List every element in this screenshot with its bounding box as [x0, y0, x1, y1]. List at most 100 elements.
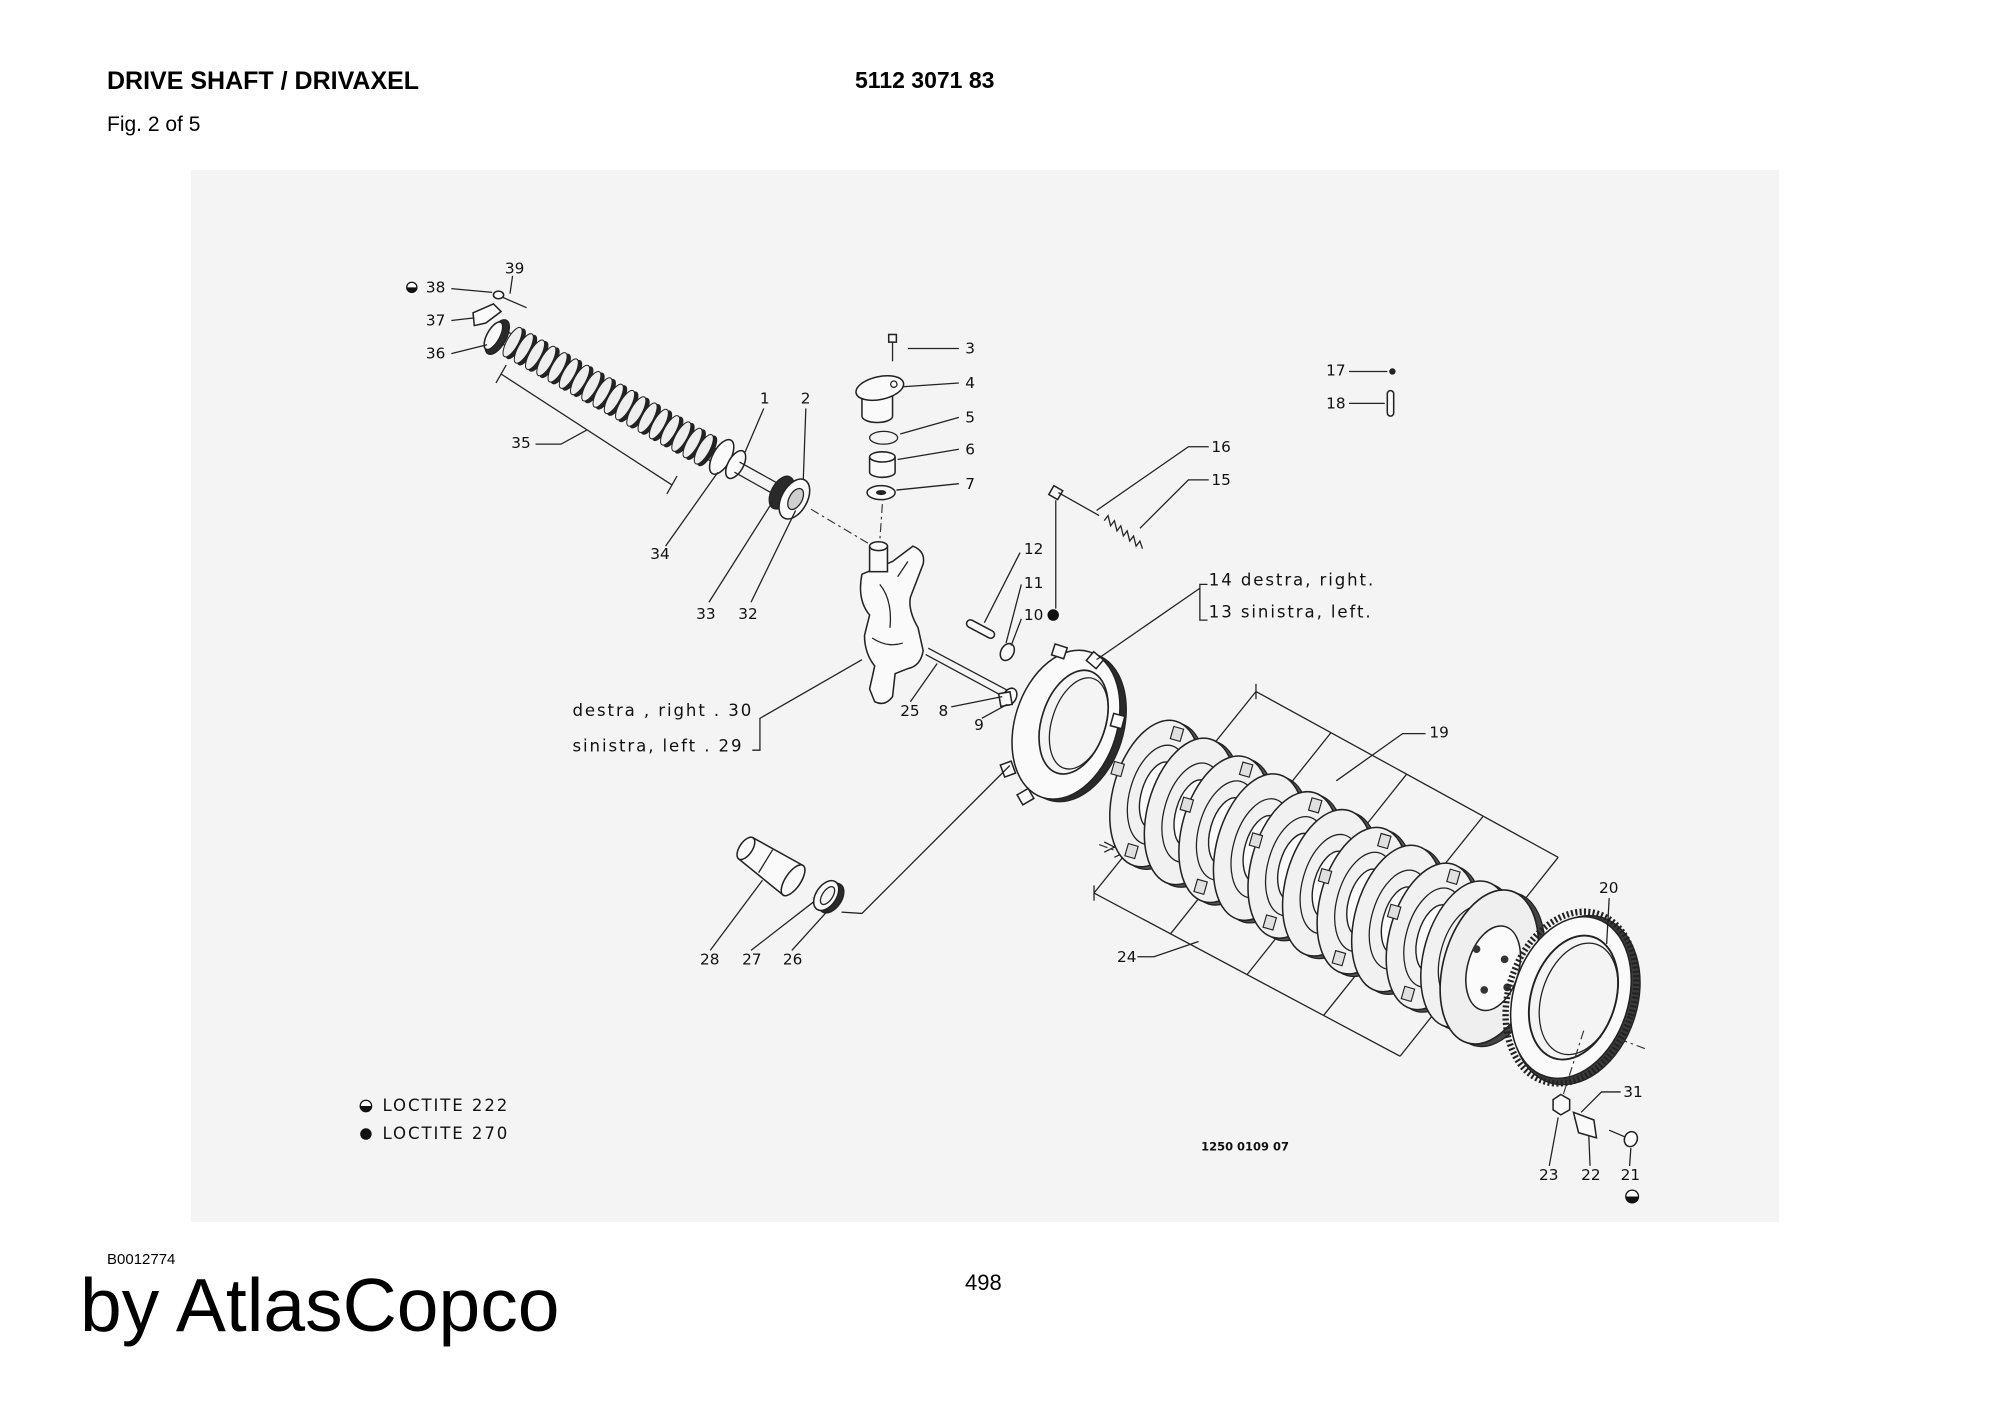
callout-12: 12 [1024, 540, 1043, 558]
half-filled-circle-icon [359, 1099, 373, 1113]
diagram-panel: 1 2 3 4 5 6 7 8 9 10 11 12 15 16 17 18 1… [191, 170, 1779, 1222]
callout-10: 10 [1024, 606, 1043, 624]
shaft-spline-ring [615, 389, 636, 421]
loctite-222-icon [406, 281, 418, 294]
brand-watermark: by AtlasCopco [80, 1263, 560, 1347]
callout-39: 39 [505, 259, 524, 277]
part-29-30-shift-fork [859, 540, 925, 705]
filled-dot-icon [360, 1128, 372, 1140]
part-shaft-assembly [472, 290, 811, 520]
plate-tab [1446, 868, 1461, 885]
callout-25: 25 [900, 702, 919, 720]
callout-38: 38 [426, 278, 445, 296]
plate-tab [1376, 832, 1392, 850]
callout-21: 21 [1621, 1166, 1640, 1184]
plate-tab [1238, 761, 1254, 778]
part-23-nut [1552, 1093, 1571, 1116]
callout-6: 6 [965, 440, 975, 458]
document-id: B0012774 [107, 1251, 176, 1268]
plate-tab [1317, 867, 1333, 885]
drawing-number: 1250 0109 07 [1201, 1140, 1289, 1154]
callout-23: 23 [1539, 1166, 1558, 1184]
shaft-spline-ring [502, 326, 523, 358]
callout-27: 27 [742, 950, 761, 968]
part-37-bracket [472, 302, 503, 327]
plate-tab [1179, 796, 1195, 813]
leader-lines [451, 275, 1632, 1167]
part-22-lock-plate [1572, 1111, 1598, 1139]
part-4-cover [855, 374, 905, 424]
side-label-right-30: destra , right . 30 [572, 701, 753, 720]
callout-16: 16 [1211, 438, 1230, 456]
side-label-right-14: 14 destra, right. [1209, 571, 1375, 590]
callout-31: 31 [1623, 1083, 1642, 1101]
callout-24: 24 [1117, 948, 1136, 966]
legend-label-loctite-270: LOCTITE 270 [382, 1124, 509, 1143]
part-13-14-pressure-ring [997, 642, 1127, 806]
callout-34: 34 [650, 545, 669, 563]
part-16-rod [1047, 484, 1100, 517]
page-title: DRIVE SHAFT / DRIVAXEL [107, 67, 420, 95]
callout-1: 1 [760, 389, 770, 407]
callout-15: 15 [1211, 471, 1230, 489]
plate-hole [1472, 945, 1481, 953]
shaft-spline-ring [603, 383, 624, 415]
shaft-spline-ring [660, 415, 681, 446]
plate-tab [1248, 832, 1264, 849]
shaft-edge [739, 461, 784, 487]
plate-tab [1386, 903, 1402, 921]
callout-35: 35 [511, 434, 530, 452]
part-5-o-ring [868, 430, 899, 445]
shaft-spline-ring [570, 364, 591, 396]
shaft-spline-ring [581, 371, 602, 402]
legend-label-loctite-222: LOCTITE 222 [382, 1096, 509, 1115]
part-12-pin [965, 619, 996, 640]
part-number: 5112 3071 83 [855, 67, 995, 93]
callout-18: 18 [1326, 394, 1345, 412]
part-18-pin [1386, 389, 1395, 417]
part-28-sleeve [736, 836, 806, 897]
plate-tab [1400, 985, 1416, 1003]
exploded-view-diagram: 1 2 3 4 5 6 7 8 9 10 11 12 15 16 17 18 1… [359, 259, 1646, 1204]
callout-labels: 1 2 3 4 5 6 7 8 9 10 11 12 15 16 17 18 1… [426, 259, 1643, 1184]
part-7-washer [866, 484, 896, 501]
shaft-spline-ring [637, 402, 658, 433]
assembly-line [841, 765, 1011, 915]
part-17-ball [1389, 368, 1396, 375]
part-25-rod [925, 647, 1011, 699]
plate-tab [1169, 725, 1185, 743]
callout-5: 5 [965, 408, 975, 426]
callout-17: 17 [1326, 361, 1345, 379]
shaft-spline-ring [648, 408, 669, 440]
callout-26: 26 [783, 950, 802, 968]
shaft-spline-ring [536, 345, 557, 377]
callout-20: 20 [1599, 879, 1618, 897]
plate-tab [1262, 914, 1278, 931]
part-1-collar [724, 449, 747, 480]
plate-tab [1124, 842, 1139, 860]
shaft-spline-rings [502, 326, 718, 467]
plate-hole [1500, 955, 1509, 964]
center-line [1562, 1030, 1585, 1095]
figure-index: Fig. 2 of 5 [107, 113, 201, 136]
callout-2: 2 [801, 389, 811, 407]
callout-11: 11 [1024, 574, 1043, 592]
clutch-plate-stack [1109, 719, 1546, 1048]
callout-28: 28 [700, 950, 719, 968]
shaft-spline-ring [626, 396, 647, 427]
plate-tab [1193, 878, 1208, 896]
part-11-nut [999, 642, 1016, 662]
plate-tab [1110, 760, 1126, 778]
callout-22: 22 [1581, 1166, 1600, 1184]
part-26-27-ring [812, 879, 845, 914]
callout-33: 33 [696, 605, 715, 623]
callout-9: 9 [974, 716, 984, 734]
callout-3: 3 [965, 340, 975, 358]
shaft-spline-ring [558, 358, 579, 389]
shaft-spline-ring [525, 339, 546, 370]
callout-4: 4 [965, 374, 975, 392]
callout-36: 36 [426, 345, 445, 363]
callout-37: 37 [426, 312, 445, 330]
callout-7: 7 [965, 475, 975, 493]
dimension-35 [495, 364, 678, 495]
